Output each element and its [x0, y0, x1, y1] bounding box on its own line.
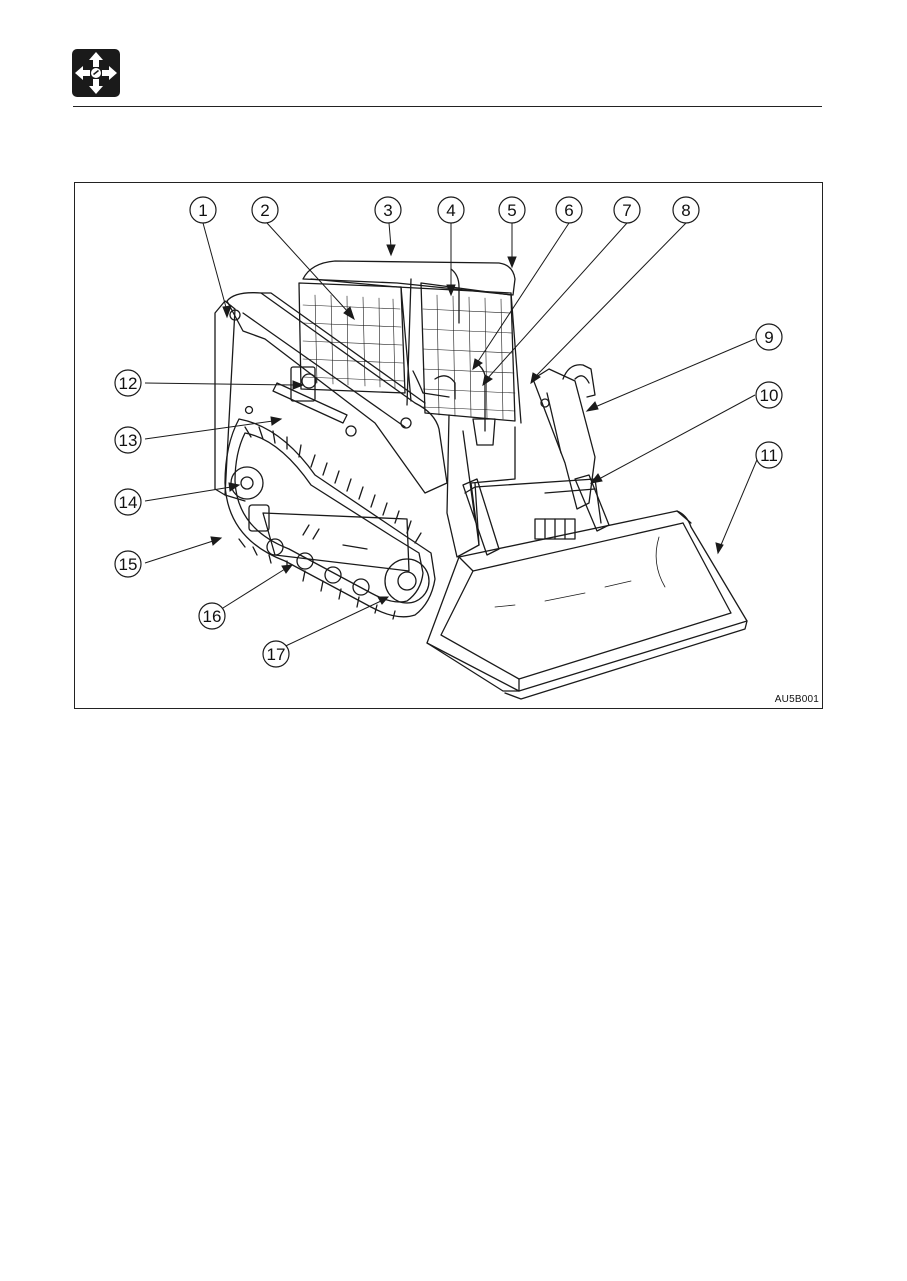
- callout-8: 8: [673, 197, 699, 223]
- callout-6: 6: [556, 197, 582, 223]
- callout-15: 15: [115, 551, 141, 577]
- callout-3: 3: [375, 197, 401, 223]
- figure-code: AU5B001: [775, 694, 819, 705]
- svg-text:17: 17: [267, 645, 286, 664]
- svg-text:15: 15: [119, 555, 138, 574]
- svg-text:5: 5: [507, 201, 516, 220]
- svg-text:3: 3: [383, 201, 392, 220]
- machine-illustration: 1 2 3 4 5 6 7: [75, 183, 824, 710]
- callout-11: 11: [756, 442, 782, 468]
- header-rule: [73, 106, 822, 107]
- callout-4: 4: [438, 197, 464, 223]
- svg-text:14: 14: [119, 493, 138, 512]
- callout-1: 1: [190, 197, 216, 223]
- callout-12: 12: [115, 370, 141, 396]
- svg-text:6: 6: [564, 201, 573, 220]
- callout-leaders: [145, 223, 759, 651]
- callout-5: 5: [499, 197, 525, 223]
- svg-text:2: 2: [260, 201, 269, 220]
- svg-text:16: 16: [203, 607, 222, 626]
- callout-14: 14: [115, 489, 141, 515]
- track-assembly: [225, 419, 435, 619]
- callout-17: 17: [263, 641, 289, 667]
- svg-text:7: 7: [622, 201, 631, 220]
- figure-frame: 1 2 3 4 5 6 7: [74, 182, 823, 709]
- direction-arrows-icon: [72, 49, 120, 97]
- boom-arm: [227, 293, 447, 493]
- svg-text:8: 8: [681, 201, 690, 220]
- svg-text:11: 11: [760, 446, 778, 465]
- front-screen-mesh: [423, 295, 515, 419]
- callout-9: 9: [756, 324, 782, 350]
- callout-7: 7: [614, 197, 640, 223]
- svg-text:12: 12: [119, 374, 138, 393]
- svg-text:13: 13: [119, 431, 138, 450]
- svg-text:10: 10: [760, 386, 779, 405]
- callout-2: 2: [252, 197, 278, 223]
- bucket: [427, 511, 747, 699]
- side-screen-mesh: [303, 295, 404, 388]
- svg-text:4: 4: [446, 201, 455, 220]
- callout-10: 10: [756, 382, 782, 408]
- callout-16: 16: [199, 603, 225, 629]
- callout-13: 13: [115, 427, 141, 453]
- svg-text:1: 1: [198, 201, 207, 220]
- svg-text:9: 9: [764, 328, 773, 347]
- chassis: [215, 301, 609, 557]
